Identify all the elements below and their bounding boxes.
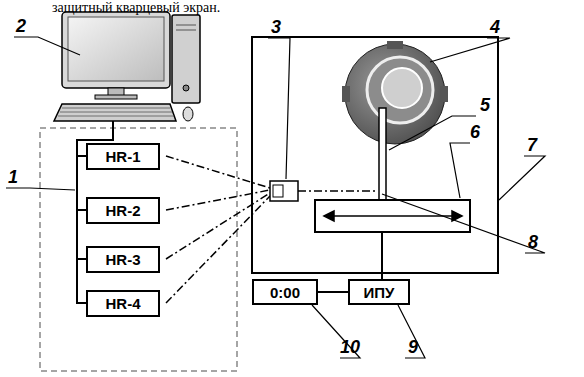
caption-text: защитный кварцевый экран. [52,0,220,16]
callout-number: 4 [490,17,500,38]
box-label: HR-3 [105,251,140,268]
callout-number: 6 [470,122,480,143]
box-label: 0:00 [270,284,300,301]
callout-number: 3 [271,17,281,38]
computer-icon [54,12,200,121]
callout-number: 7 [527,135,537,156]
cylinder-part [342,41,448,144]
group-frame [40,128,237,371]
control-wire [381,232,383,279]
wire-connector [318,292,348,293]
callout-number: 1 [8,167,18,188]
unit-box: HR-3 [86,246,160,273]
callout-number: 9 [408,337,418,358]
leader-line [6,37,545,358]
callout-number: 2 [16,16,26,37]
unit-box: ИПУ [348,279,410,305]
box-label: HR-1 [105,148,140,165]
unit-box: HR-1 [86,143,160,170]
stage [315,200,470,232]
rod [379,108,386,200]
receiver [270,181,298,201]
unit-box: HR-2 [86,197,160,224]
box-label: HR-2 [105,202,140,219]
callout-number: 8 [528,232,538,253]
callout-number: 5 [480,95,490,116]
unit-box: HR-4 [86,290,160,317]
chamber [252,37,498,273]
unit-box: 0:00 [252,279,318,305]
box-label: HR-4 [105,295,140,312]
box-label: ИПУ [364,284,395,301]
callout-number: 10 [340,337,360,358]
